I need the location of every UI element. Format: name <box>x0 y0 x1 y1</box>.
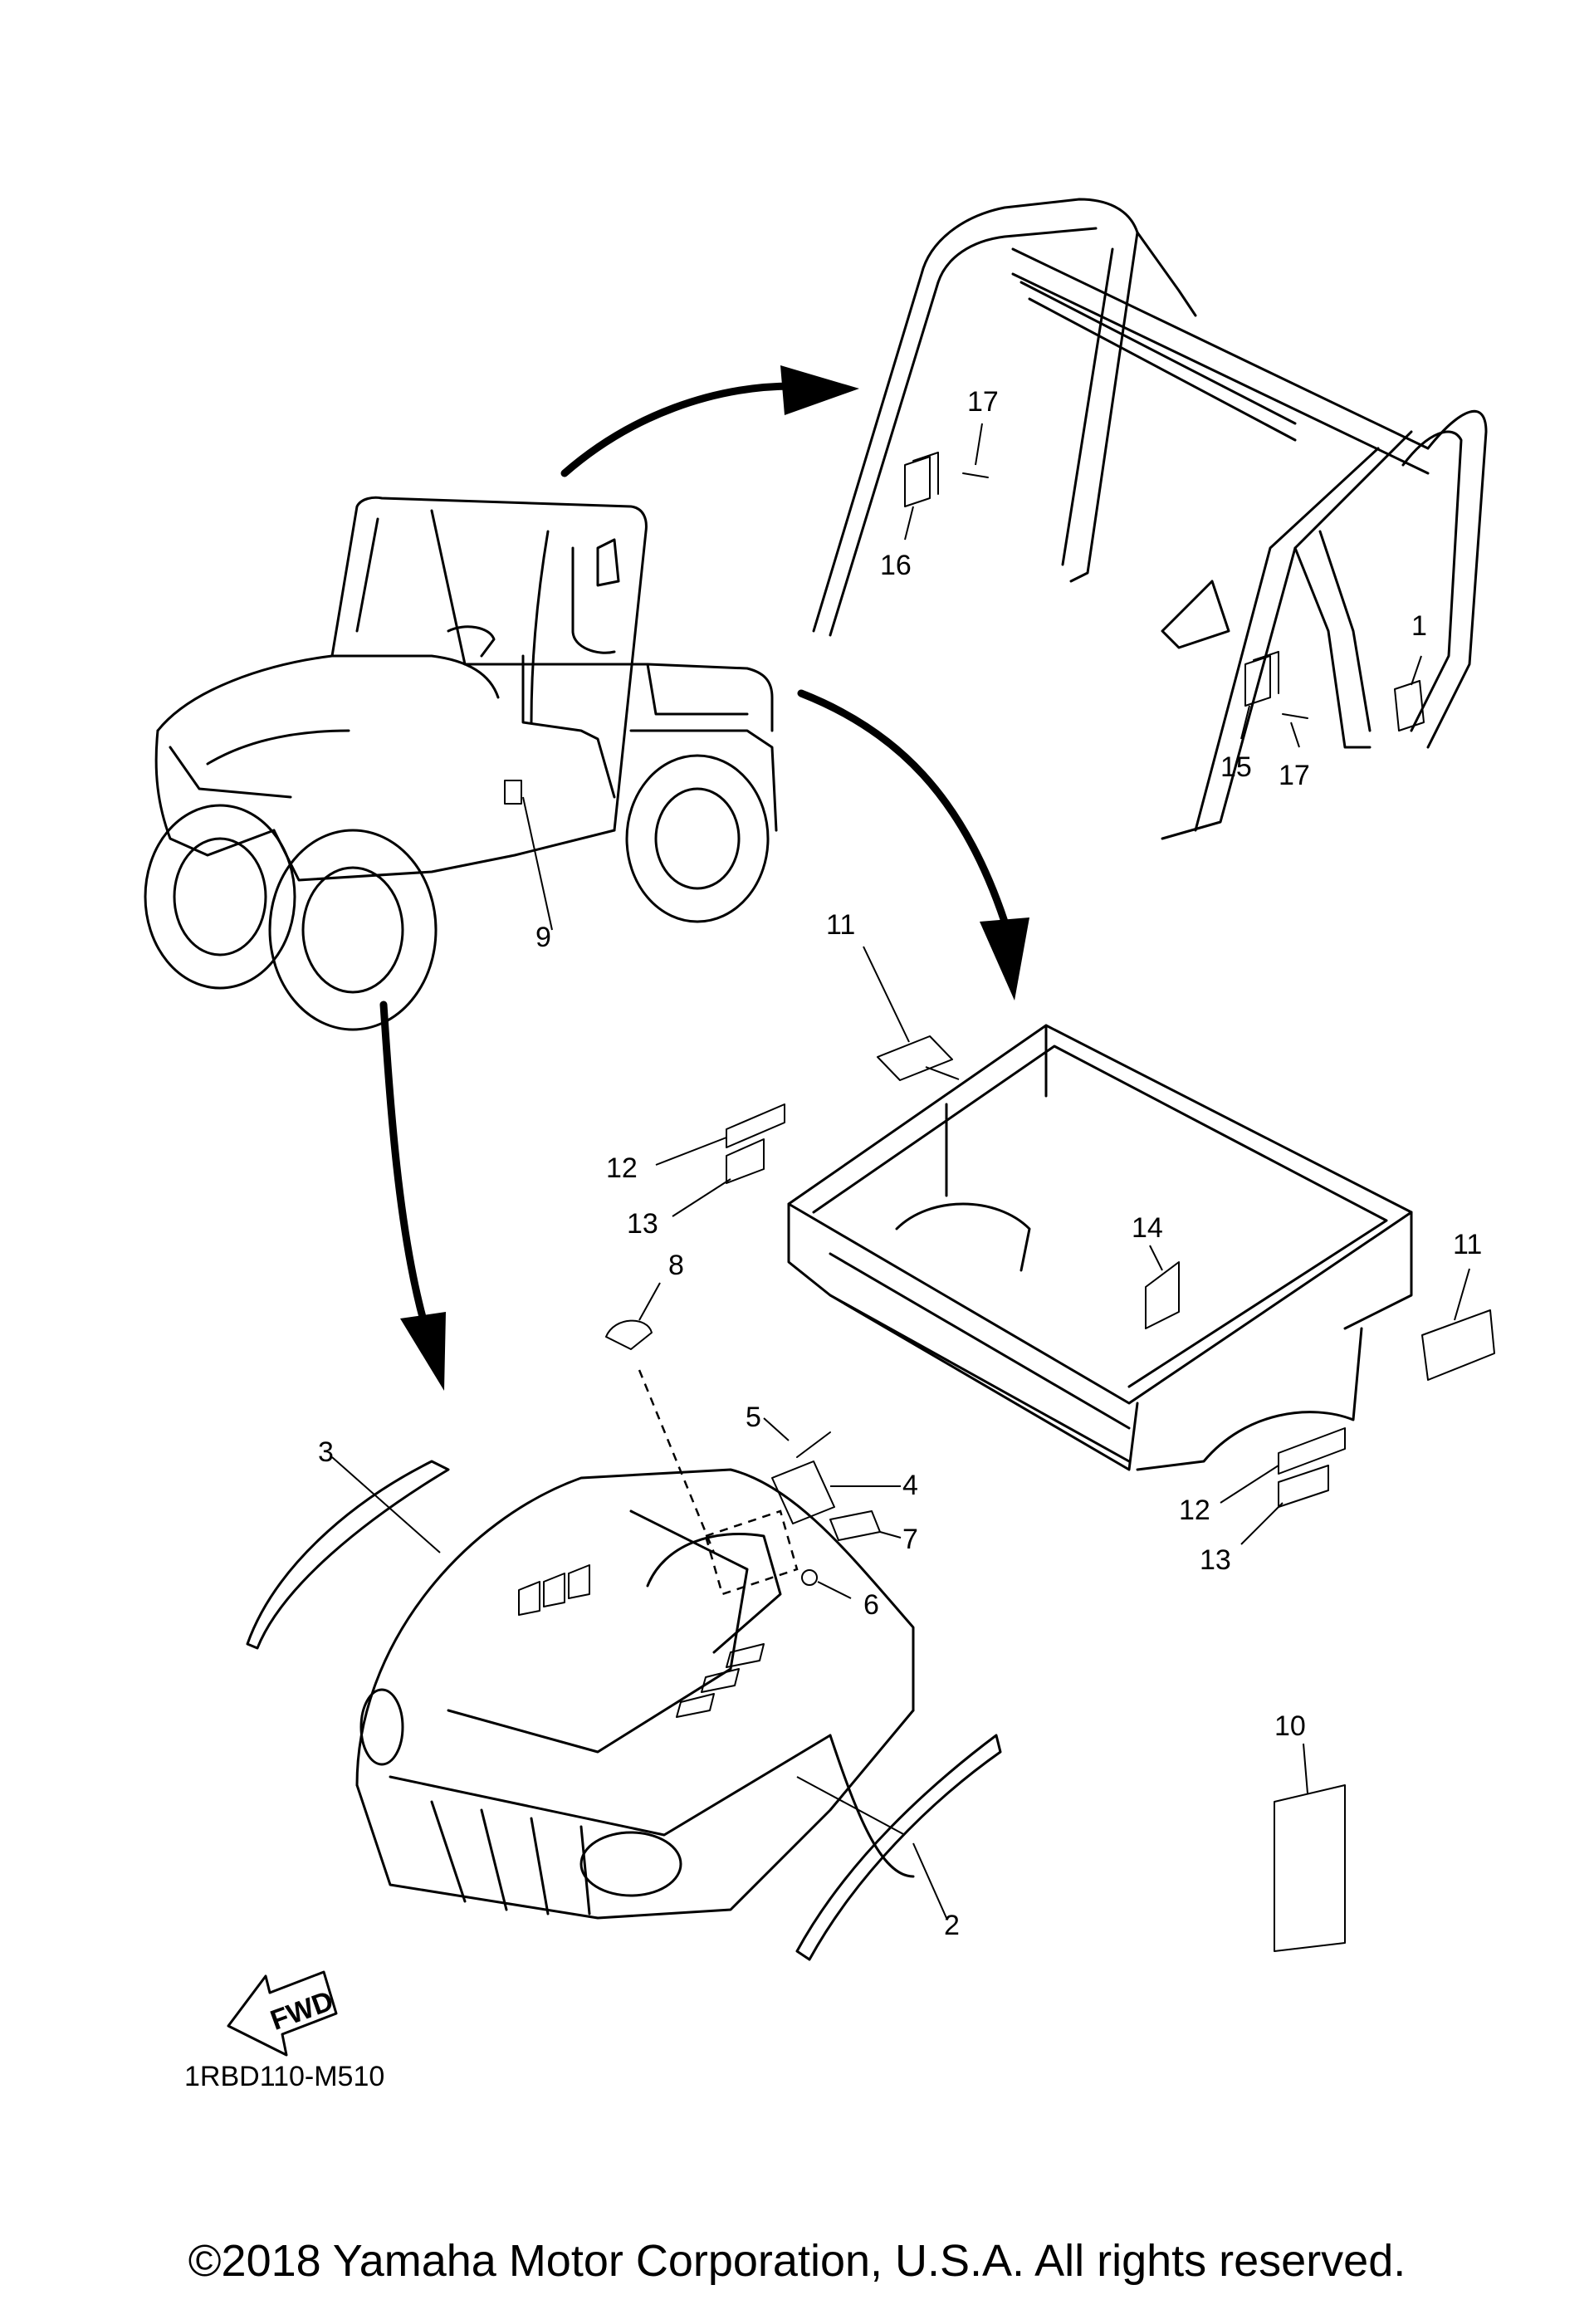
callout-10: 10 <box>1274 1710 1306 1742</box>
callout-5: 5 <box>746 1402 761 1433</box>
vehicle-overview <box>144 496 778 1031</box>
rops-frame <box>812 198 1488 840</box>
fwd-indicator: FWD <box>227 1970 338 2057</box>
callouts: 1 2 3 4 5 6 7 8 9 10 11 11 12 12 13 13 1… <box>318 386 1482 1941</box>
callout-1: 1 <box>1411 610 1427 642</box>
callout-17-bottom: 17 <box>1279 760 1310 791</box>
callout-9: 9 <box>535 922 551 953</box>
front-hood <box>246 1282 1002 1961</box>
callout-15: 15 <box>1220 751 1252 783</box>
callout-3: 3 <box>318 1436 334 1468</box>
cargo-bed <box>655 946 1495 1545</box>
callout-14: 14 <box>1132 1212 1163 1244</box>
part-code: 1RBD110-M510 <box>184 2061 384 2092</box>
callout-16: 16 <box>880 550 912 581</box>
callout-11-bed: 11 <box>826 909 855 941</box>
callout-13-left: 13 <box>627 1208 658 1240</box>
callout-13-right: 13 <box>1200 1544 1231 1576</box>
callout-2: 2 <box>944 1910 960 1941</box>
flow-arrows <box>379 365 1029 1391</box>
callout-12-left: 12 <box>606 1152 638 1184</box>
callout-17-top: 17 <box>967 386 999 418</box>
callout-6: 6 <box>863 1589 879 1621</box>
callout-11-side: 11 <box>1453 1229 1482 1260</box>
callout-12-right: 12 <box>1179 1495 1210 1526</box>
callout-8: 8 <box>668 1250 684 1281</box>
callout-4: 4 <box>902 1470 918 1501</box>
copyright-notice: ©2018 Yamaha Motor Corporation, U.S.A. A… <box>188 2236 1406 2286</box>
fwd-label: FWD <box>266 1985 338 2037</box>
decal-10 <box>1274 1743 1346 1952</box>
callout-7: 7 <box>902 1524 918 1555</box>
